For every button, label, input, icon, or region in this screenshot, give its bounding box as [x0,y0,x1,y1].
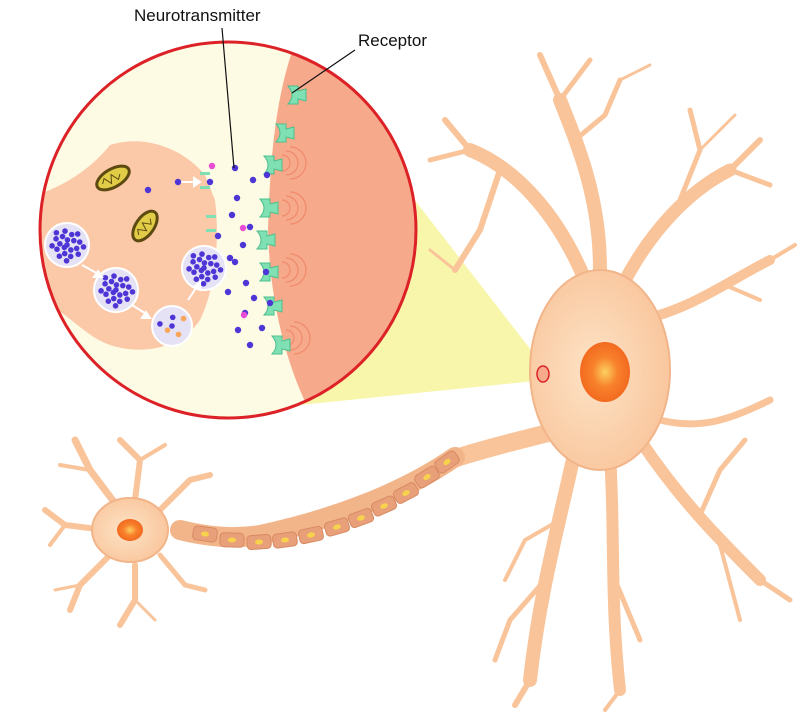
receptors [255,85,307,355]
axon-hillock [441,421,569,469]
neurotransmitter-dot [208,162,216,170]
neurotransmitter-dot [239,241,247,249]
neurotransmitter-dot [246,341,254,349]
neurotransmitter-dot [233,194,241,202]
myelin-segment [323,517,351,537]
small-nucleus [117,519,143,541]
small-neuron [42,436,213,628]
release-channels [200,172,216,232]
vesicle-icon [151,305,193,347]
vesicle-icon [44,222,90,268]
neurotransmitter-dot [250,294,258,302]
receptor-icon [255,230,276,250]
receptor-icon [274,123,295,143]
neurotransmitter-dot [228,211,236,219]
neurotransmitter-dot [263,171,271,179]
neurotransmitter-dot [231,258,239,266]
myelin-segment [347,507,375,529]
neurotransmitter-dot [231,164,239,172]
myelin-segment [246,533,272,551]
myelin-segment [219,532,245,548]
neurotransmitters [144,162,274,349]
receptor-icon [258,198,279,218]
myelin-segment [298,525,324,545]
receptor-waves [281,146,311,355]
myelin-segment [414,465,440,489]
neurotransmitter-dot [258,324,266,332]
receptor-icon [270,335,291,355]
mitochondrion-icon [95,164,131,192]
neurotransmitter-label: Neurotransmitter [134,6,261,25]
neurotransmitter-dot [174,178,182,186]
myelin-segment [434,450,460,474]
vesicle-icon [93,267,139,313]
neurotransmitter-dot [246,223,254,231]
neurotransmitter-dot [249,176,257,184]
neurotransmitter-dot [242,279,250,287]
myelin-segment [272,531,298,549]
neurotransmitter-dot [144,186,152,194]
neurotransmitter-dot [214,232,222,240]
zoom-spot [536,365,550,383]
neurotransmitter-dot [224,288,232,296]
myelin-segment [393,482,419,504]
receptor-icon [286,85,307,105]
neurotransmitter-leader [221,27,235,169]
vesicle-icon [181,245,227,291]
vesicles [44,222,227,347]
neurotransmitter-dot [266,299,274,307]
myelin-segment [192,525,218,543]
neurotransmitter-dot [240,311,248,319]
neurotransmitter-dot [206,178,214,186]
mitochondrion-icon [131,209,159,243]
large-nucleus [580,342,630,402]
neurotransmitter-dot [262,268,270,276]
myelin-segment [370,495,398,517]
neurotransmitter-dot [234,326,242,334]
presynaptic-terminal [40,141,217,350]
receptor-leader [291,49,356,94]
myelin-segments [192,450,460,551]
neurotransmitter-dot [226,254,234,262]
receptor-label: Receptor [358,31,427,50]
neurotransmitter-dot [239,224,247,232]
